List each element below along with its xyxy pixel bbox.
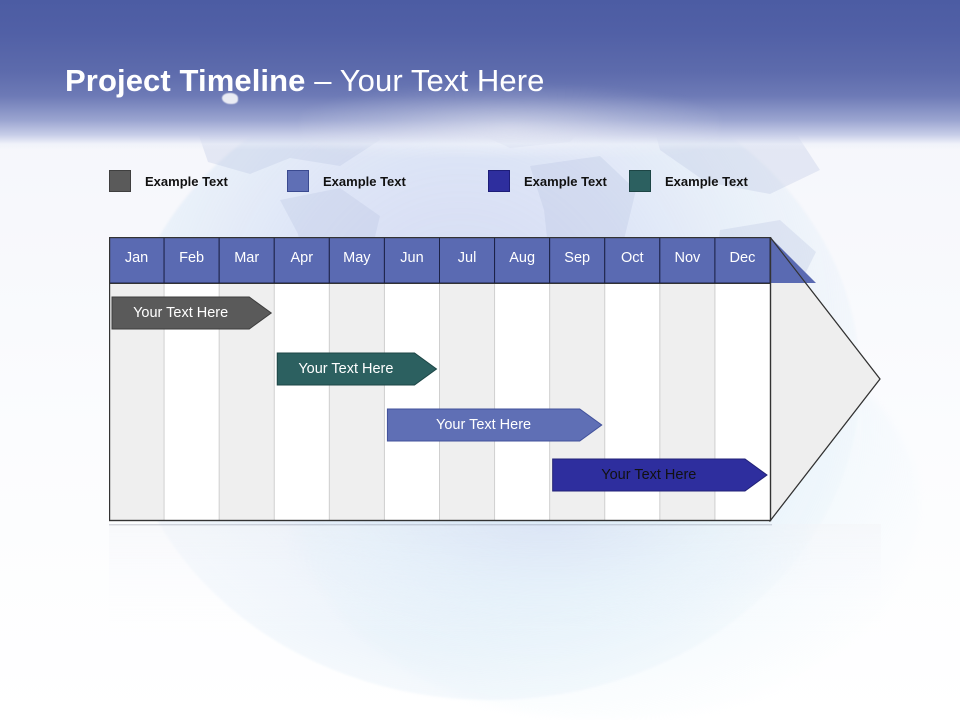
task-bar-label-4: Your Text Here (601, 467, 697, 483)
grid-column-Jun (384, 283, 440, 521)
arrow-head-header-wedge (770, 237, 816, 283)
month-label-Aug: Aug (509, 250, 536, 266)
month-label-Sep: Sep (564, 250, 591, 266)
month-label-Nov: Nov (674, 250, 701, 266)
month-header-cell-Aug (494, 237, 551, 284)
reflection-gradient (109, 524, 881, 634)
reflection-tint (289, 524, 809, 624)
month-header-cell-Jan (109, 237, 165, 284)
month-label-Jan: Jan (124, 250, 149, 266)
month-label-Dec: Dec (729, 250, 756, 266)
month-label-Oct: Oct (621, 250, 644, 266)
legend-item-1[interactable]: Example Text (109, 168, 228, 194)
month-label-Feb: Feb (179, 250, 205, 266)
month-label-Mar: Mar (234, 250, 260, 266)
task-bar-label-2: Your Text Here (298, 361, 394, 377)
task-bar-1 (111, 296, 273, 330)
page-title-bold: Project Timeline (65, 63, 306, 98)
legend-swatch-icon (109, 170, 131, 192)
legend-label: Example Text (145, 173, 228, 189)
page-title: Project Timeline – Your Text Here (65, 62, 544, 100)
month-header-cell-Sep (549, 237, 606, 284)
month-label-Jun: Jun (400, 250, 424, 266)
legend-item-3[interactable]: Example Text (488, 168, 607, 194)
legend-label: Example Text (524, 173, 607, 189)
grid-column-Aug (494, 283, 550, 521)
month-header-cell-Mar (218, 237, 275, 284)
banner-highlight (300, 86, 720, 156)
legend-swatch-icon (629, 170, 651, 192)
month-header-cell-Feb (163, 237, 220, 284)
task-bar-3 (386, 408, 603, 442)
legend-swatch-icon (287, 170, 309, 192)
month-label-Jul: Jul (457, 250, 477, 266)
legend-label: Example Text (665, 173, 748, 189)
banner-spark-icon (222, 93, 238, 104)
grid-column-Apr (274, 283, 330, 521)
task-bar-label-3: Your Text Here (436, 417, 532, 433)
month-header-cell-May (328, 237, 385, 284)
title-banner (0, 0, 960, 156)
legend-swatch-icon (488, 170, 510, 192)
chart-reflection (109, 524, 881, 634)
chart-outline (109, 237, 772, 522)
timeline-graphics (109, 237, 881, 522)
month-label-May: May (343, 250, 371, 266)
grid-column-Jul (439, 283, 495, 521)
month-label-Apr: Apr (290, 250, 314, 266)
reflection-edge (109, 524, 772, 526)
task-bar-2 (276, 352, 438, 386)
grid-column-May (329, 283, 385, 521)
month-header-cell-Nov (659, 237, 716, 284)
page-title-rest: – Your Text Here (305, 63, 545, 98)
legend: Example Text Example Text Example Text Exam… (109, 168, 849, 196)
legend-item-2[interactable]: Example Text (287, 168, 406, 194)
task-bar-label-1: Your Text Here (133, 305, 229, 321)
legend-item-4[interactable]: Example Text (629, 168, 748, 194)
month-header-cell-Dec (714, 237, 771, 284)
task-bar-4 (552, 458, 768, 492)
legend-label: Example Text (323, 173, 406, 189)
arrow-head-outline (769, 237, 881, 522)
